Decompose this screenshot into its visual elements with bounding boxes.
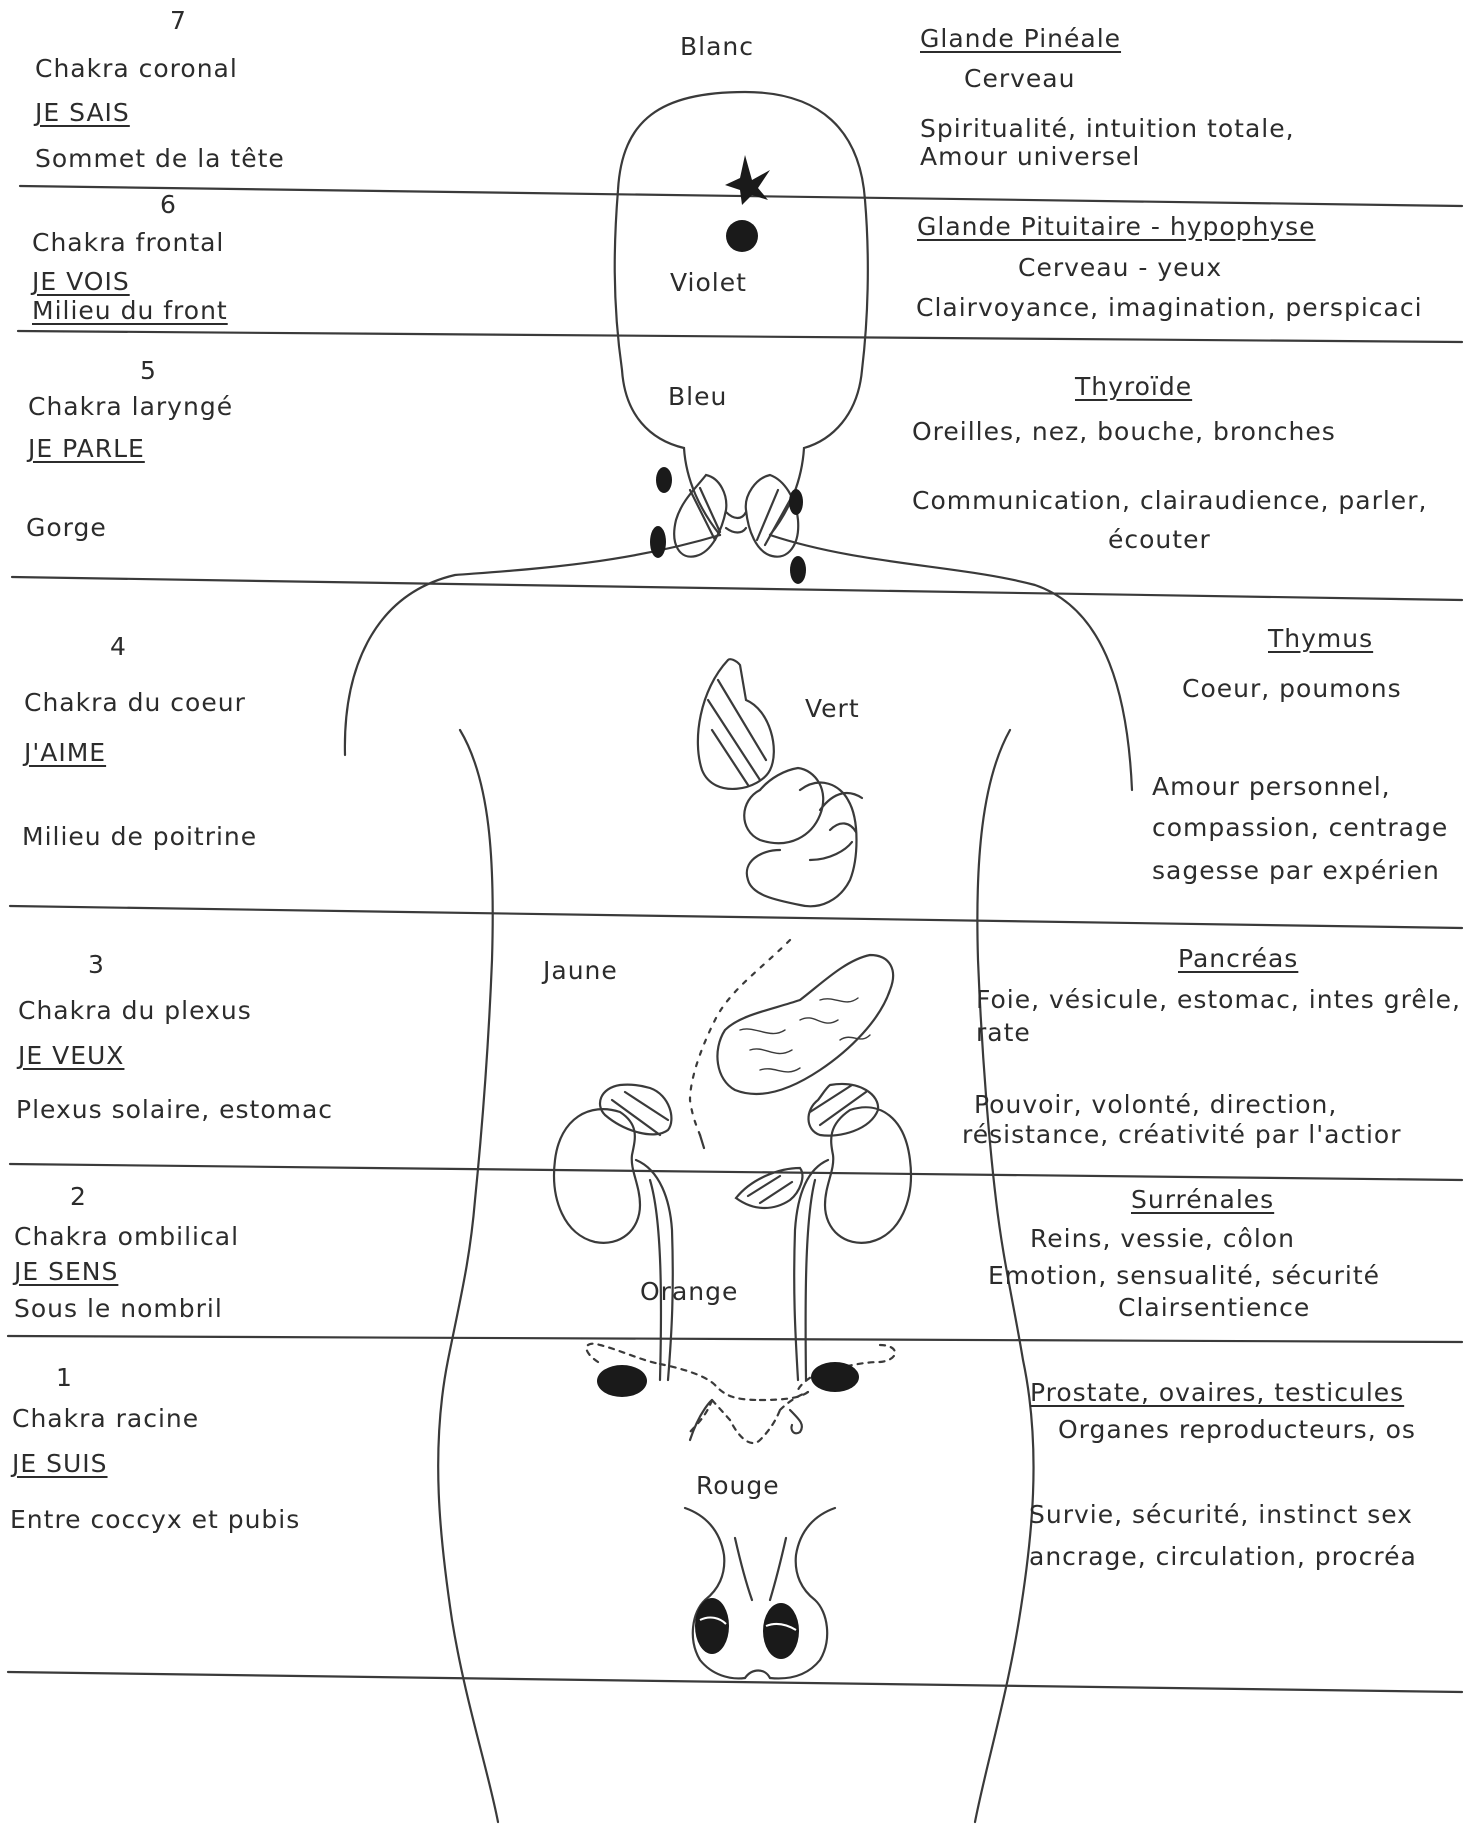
chakra-6-mantra: JE VOIS bbox=[32, 267, 130, 297]
chakra-2-name: Chakra ombilical bbox=[14, 1222, 239, 1252]
chakra-4-quality-3: sagesse par expérien bbox=[1152, 856, 1440, 886]
chakra-5-gland: Thyroïde bbox=[1075, 372, 1192, 402]
chakra-6-name: Chakra frontal bbox=[32, 228, 224, 258]
chakra-7-mantra: JE SAIS bbox=[35, 98, 130, 128]
chakra-3-number: 3 bbox=[88, 950, 105, 980]
color-label-bleu: Bleu bbox=[668, 382, 727, 412]
ovary-right-icon bbox=[811, 1362, 859, 1392]
chakra-1-gland: Prostate, ovaires, testicules bbox=[1030, 1378, 1404, 1408]
chakra-5-location: Gorge bbox=[26, 513, 107, 543]
chakra-3-mantra: JE VEUX bbox=[18, 1041, 124, 1071]
chakra-5-quality-2: écouter bbox=[1108, 525, 1211, 555]
chakra-1-quality-2: ancrage, circulation, procréa bbox=[1029, 1542, 1417, 1572]
color-label-violet: Violet bbox=[670, 268, 747, 298]
chakra-3-organs: Foie, vésicule, estomac, intes grêle, ra… bbox=[976, 983, 1463, 1049]
gland-spot-left-lower bbox=[650, 526, 666, 558]
chakra-5-name: Chakra laryngé bbox=[28, 392, 233, 422]
chakra-4-gland: Thymus bbox=[1268, 624, 1373, 654]
star-icon bbox=[725, 155, 770, 205]
chakra-6-number: 6 bbox=[160, 190, 177, 220]
chakra-1-organs: Organes reproducteurs, os bbox=[1058, 1415, 1416, 1445]
pancreas-icon bbox=[690, 940, 893, 1148]
color-label-rouge: Rouge bbox=[696, 1471, 780, 1501]
chakra-2-location: Sous le nombril bbox=[14, 1294, 223, 1324]
chakra-6-gland: Glande Pituitaire - hypophyse bbox=[917, 212, 1316, 242]
chakra-6-location: Milieu du front bbox=[32, 296, 228, 326]
testis-right-icon bbox=[763, 1603, 799, 1659]
chakra-1-quality-1: Survie, sécurité, instinct sex bbox=[1029, 1500, 1413, 1530]
chakra-2-quality-1: Emotion, sensualité, sécurité bbox=[988, 1261, 1380, 1291]
chakra-3-quality-2: résistance, créativité par l'actior bbox=[962, 1120, 1402, 1150]
chakra-3-location: Plexus solaire, estomac bbox=[16, 1095, 333, 1125]
chakra-4-mantra: J'AIME bbox=[24, 738, 106, 768]
body-outline bbox=[345, 92, 1132, 1822]
chakra-2-gland: Surrénales bbox=[1131, 1185, 1274, 1215]
chakra-2-organs: Reins, vessie, côlon bbox=[1030, 1224, 1295, 1254]
chakra-3-name: Chakra du plexus bbox=[18, 996, 252, 1026]
testis-left-icon bbox=[695, 1598, 729, 1654]
chakra-1-name: Chakra racine bbox=[12, 1404, 199, 1434]
chakra-5-number: 5 bbox=[140, 356, 157, 386]
chakra-3-quality-1: Pouvoir, volonté, direction, bbox=[974, 1090, 1337, 1120]
gland-spot-right-lower bbox=[790, 556, 806, 584]
chakra-7-gland: Glande Pinéale bbox=[920, 24, 1121, 54]
chakra-1-location: Entre coccyx et pubis bbox=[10, 1505, 300, 1535]
chakra-5-mantra: JE PARLE bbox=[28, 434, 145, 464]
chakra-4-name: Chakra du coeur bbox=[24, 688, 246, 718]
chakra-2-quality-2: Clairsentience bbox=[1118, 1293, 1310, 1323]
chakra-1-mantra: JE SUIS bbox=[12, 1449, 108, 1479]
chakra-4-organs: Coeur, poumons bbox=[1182, 674, 1402, 704]
chakra-7-name: Chakra coronal bbox=[35, 54, 238, 84]
color-label-orange: Orange bbox=[640, 1277, 738, 1307]
kidney-icon bbox=[554, 1084, 911, 1380]
chakra-6-organs: Cerveau - yeux bbox=[1018, 253, 1222, 283]
chakra-3-gland: Pancréas bbox=[1178, 944, 1298, 974]
color-label-blanc: Blanc bbox=[680, 32, 754, 62]
chakra-4-quality-2: compassion, centrage bbox=[1152, 813, 1448, 843]
chakra-4-number: 4 bbox=[110, 632, 127, 662]
chakra-7-organs: Cerveau bbox=[964, 64, 1075, 94]
chakra-4-location: Milieu de poitrine bbox=[22, 822, 257, 852]
dot-icon bbox=[726, 220, 758, 252]
gland-spot-left-upper bbox=[656, 467, 672, 493]
chakra-4-quality-1: Amour personnel, bbox=[1152, 772, 1391, 802]
chakra-7-number: 7 bbox=[170, 6, 187, 36]
chakra-2-mantra: JE SENS bbox=[14, 1257, 118, 1287]
color-label-jaune: Jaune bbox=[543, 956, 618, 986]
gland-spot-right-upper bbox=[789, 489, 803, 515]
chakra-7-location: Sommet de la tête bbox=[35, 144, 285, 174]
color-label-vert: Vert bbox=[805, 694, 860, 724]
ovary-left-icon bbox=[597, 1365, 647, 1397]
chakra-7-quality-1: Spiritualité, intuition totale, bbox=[920, 114, 1295, 144]
chakra-5-organs: Oreilles, nez, bouche, bronches bbox=[912, 417, 1336, 447]
chakra-2-number: 2 bbox=[70, 1182, 87, 1212]
chakra-1-number: 1 bbox=[56, 1363, 73, 1393]
chakra-5-quality-1: Communication, clairaudience, parler, bbox=[912, 486, 1427, 516]
chakra-7-quality-2: Amour universel bbox=[920, 142, 1140, 172]
chakra-6-quality-1: Clairvoyance, imagination, perspicaci bbox=[916, 293, 1423, 323]
